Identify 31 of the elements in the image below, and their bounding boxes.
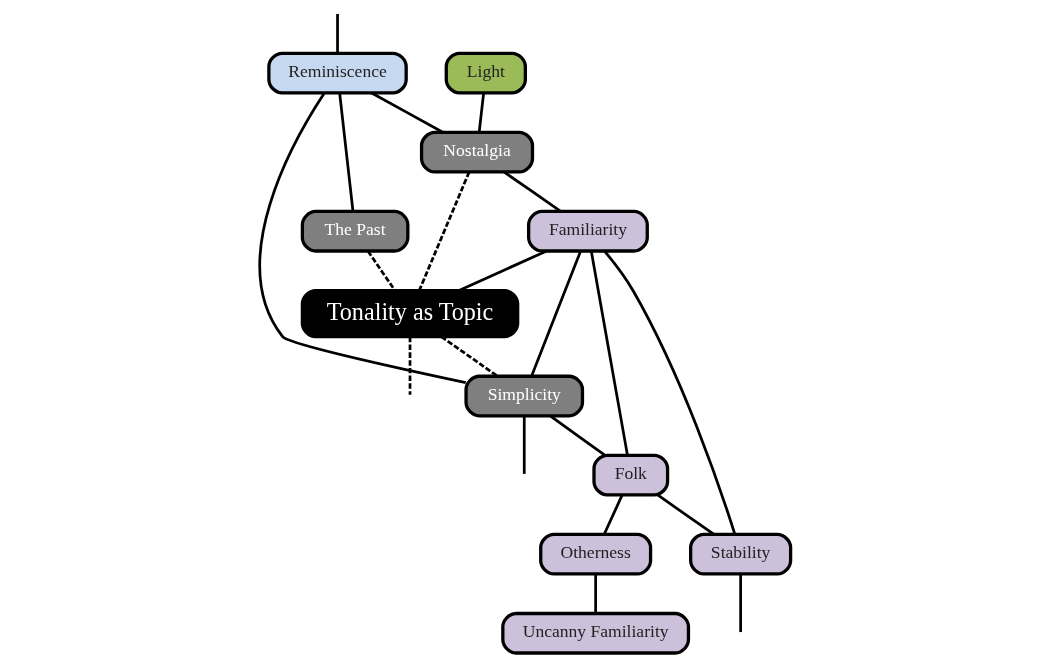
connector bbox=[589, 251, 629, 456]
connector bbox=[337, 92, 354, 212]
connector bbox=[370, 91, 443, 134]
connector bbox=[502, 170, 561, 213]
connector bbox=[738, 574, 742, 633]
node-box: The Past bbox=[300, 209, 409, 253]
node-box: Nostalgia bbox=[419, 130, 534, 174]
connector bbox=[603, 250, 736, 535]
connector bbox=[593, 574, 597, 614]
connector bbox=[408, 337, 411, 395]
connector bbox=[417, 171, 470, 291]
connector bbox=[602, 494, 623, 535]
node-box: Tonality as Topic bbox=[300, 288, 519, 339]
node-box: Reminiscence bbox=[266, 51, 408, 95]
connector bbox=[440, 335, 498, 378]
node-box: Light bbox=[444, 51, 527, 95]
node-box: Familiarity bbox=[526, 209, 649, 253]
connector bbox=[258, 92, 466, 385]
node-box: Folk bbox=[591, 453, 669, 497]
connector bbox=[458, 249, 547, 292]
node-box: Uncanny Familiarity bbox=[500, 611, 690, 655]
connector bbox=[656, 493, 714, 536]
node-box: Simplicity bbox=[463, 374, 584, 418]
connector bbox=[549, 415, 606, 457]
connector bbox=[335, 13, 339, 54]
connector bbox=[477, 93, 485, 133]
connector bbox=[366, 250, 396, 292]
connector bbox=[529, 250, 582, 377]
connector bbox=[522, 416, 526, 474]
node-box: Stability bbox=[688, 532, 792, 576]
node-box: Otherness bbox=[538, 532, 652, 576]
